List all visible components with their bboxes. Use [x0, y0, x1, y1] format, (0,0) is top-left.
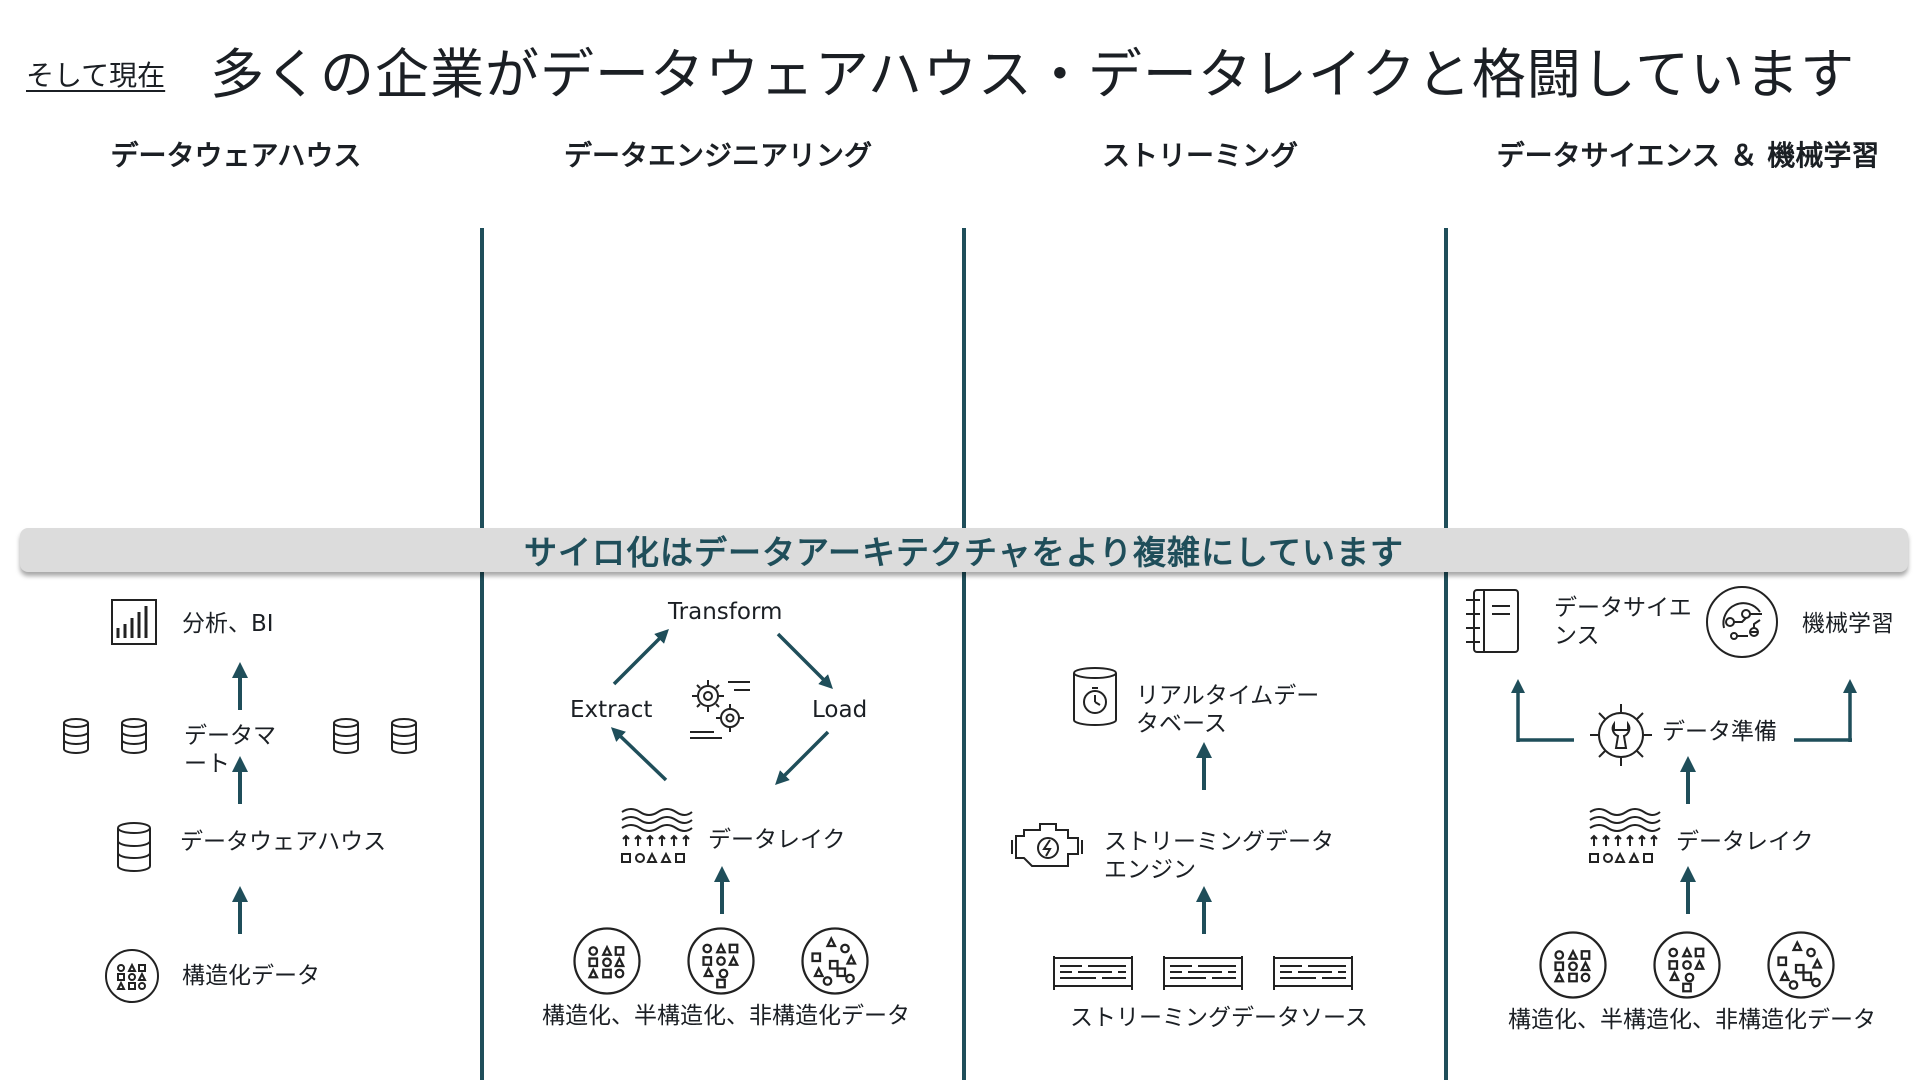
column-heading-streaming: ストリーミング — [1101, 139, 1299, 172]
ml-label: 機械学習 — [1802, 611, 1894, 637]
warehouse-label: データウェアハウス — [180, 829, 387, 855]
datamart-label: データマート — [184, 723, 276, 777]
column-heading-warehouse: データウェアハウス — [110, 139, 362, 172]
gears-icon — [684, 672, 754, 746]
engine-icon — [1010, 818, 1086, 878]
notebook-icon — [1462, 588, 1524, 658]
prep-label: データ準備 — [1662, 719, 1777, 745]
arrow-up-icon — [232, 756, 248, 804]
semi-structured-data-icon — [686, 926, 756, 1000]
transform-label: Transform — [668, 599, 783, 625]
database-icon — [120, 718, 148, 758]
lake-label: データレイク — [1676, 829, 1814, 855]
stream-source-icon — [1272, 952, 1354, 996]
stream-source-icon — [1162, 952, 1244, 996]
arrow-up-icon — [232, 662, 248, 710]
analytics-label: 分析、BI — [182, 611, 274, 637]
realtime-db-label: リアルタイムデータベース — [1136, 683, 1320, 737]
lake-label: データレイク — [708, 827, 846, 853]
sources-label: 構造化、半構造化、非構造化データ — [542, 1003, 910, 1029]
sources-label: 構造化、半構造化、非構造化データ — [1508, 1007, 1876, 1033]
stream-source-icon — [1052, 952, 1134, 996]
arrow-up-icon — [1680, 866, 1696, 914]
ml-circuit-icon — [1704, 584, 1780, 664]
semi-structured-data-icon — [1652, 930, 1722, 1004]
database-icon — [62, 718, 90, 758]
structured-data-icon — [104, 948, 160, 1008]
unstructured-data-icon — [800, 926, 870, 1000]
load-label: Load — [812, 697, 868, 723]
unstructured-data-icon — [1766, 930, 1836, 1004]
header-prefix: そして現在 — [26, 59, 166, 92]
column-heading-engineering: データエンジニアリング — [563, 139, 873, 172]
etl-cycle-arrows — [610, 629, 833, 785]
data-lake-icon — [620, 806, 693, 872]
structured-label: 構造化データ — [182, 963, 320, 989]
column-divider — [480, 228, 484, 1080]
database-icon — [390, 718, 418, 758]
data-science-label: データサイエンス — [1554, 595, 1692, 649]
arrow-up-icon — [1680, 756, 1696, 804]
realtime-database-icon — [1072, 666, 1118, 732]
warehouse-database-icon — [116, 822, 152, 876]
engine-label: ストリーミングデータエンジン — [1104, 829, 1334, 883]
column-divider — [962, 228, 966, 1080]
data-lake-icon — [1588, 806, 1661, 872]
arrow-up-icon — [232, 886, 248, 934]
column-divider — [1444, 228, 1448, 1080]
bar-chart-icon — [110, 598, 158, 650]
extract-label: Extract — [570, 697, 653, 723]
arrow-up-icon — [714, 866, 730, 914]
silo-banner: サイロ化はデータアーキテクチャをより複雑にしています — [20, 528, 1908, 572]
structured-data-icon — [1538, 930, 1608, 1004]
structured-data-icon — [572, 926, 642, 1000]
database-icon — [332, 718, 360, 758]
arrow-up-icon — [1196, 742, 1212, 790]
column-heading-science: データサイエンス ＆ 機械学習 — [1496, 139, 1880, 172]
banner-text: サイロ化はデータアーキテクチャをより複雑にしています — [523, 533, 1405, 572]
arrow-up-icon — [1196, 886, 1212, 934]
wrench-gear-icon — [1586, 700, 1656, 774]
branch-arrows — [1511, 679, 1857, 742]
stream-sources-label: ストリーミングデータソース — [1070, 1005, 1368, 1031]
page-title: 多くの企業がデータウェアハウス・データレイクと格闘しています — [210, 43, 1856, 106]
